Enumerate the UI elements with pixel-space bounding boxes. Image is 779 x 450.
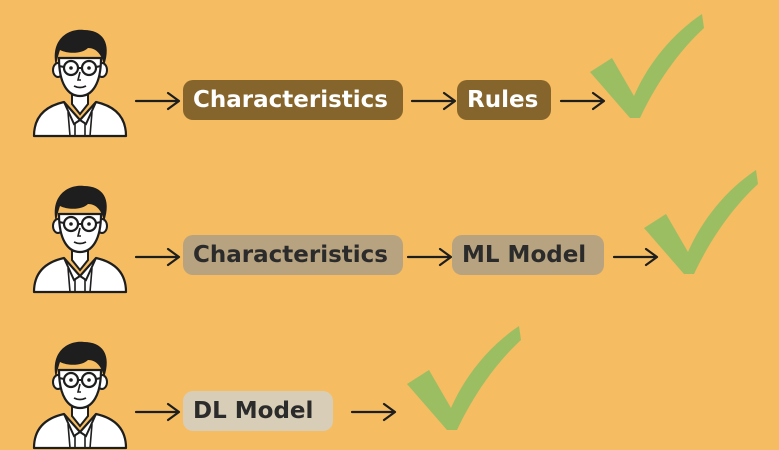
arrow-right-icon [134, 247, 182, 267]
step-ml-model: ML Model [452, 235, 604, 275]
person-icon [28, 184, 132, 294]
person-icon [28, 340, 132, 450]
person-icon [28, 28, 132, 138]
checkmark-icon [586, 12, 706, 122]
step-characteristics: Characteristics [183, 80, 403, 120]
arrow-right-icon [134, 91, 182, 111]
checkmark-icon [640, 168, 760, 278]
arrow-right-icon [410, 91, 458, 111]
checkmark-icon [403, 324, 523, 434]
step-dl-model: DL Model [183, 391, 333, 431]
arrow-right-icon [406, 247, 454, 267]
arrow-right-icon [350, 402, 398, 422]
step-rules: Rules [457, 80, 551, 120]
step-characteristics: Characteristics [183, 235, 403, 275]
arrow-right-icon [134, 402, 182, 422]
